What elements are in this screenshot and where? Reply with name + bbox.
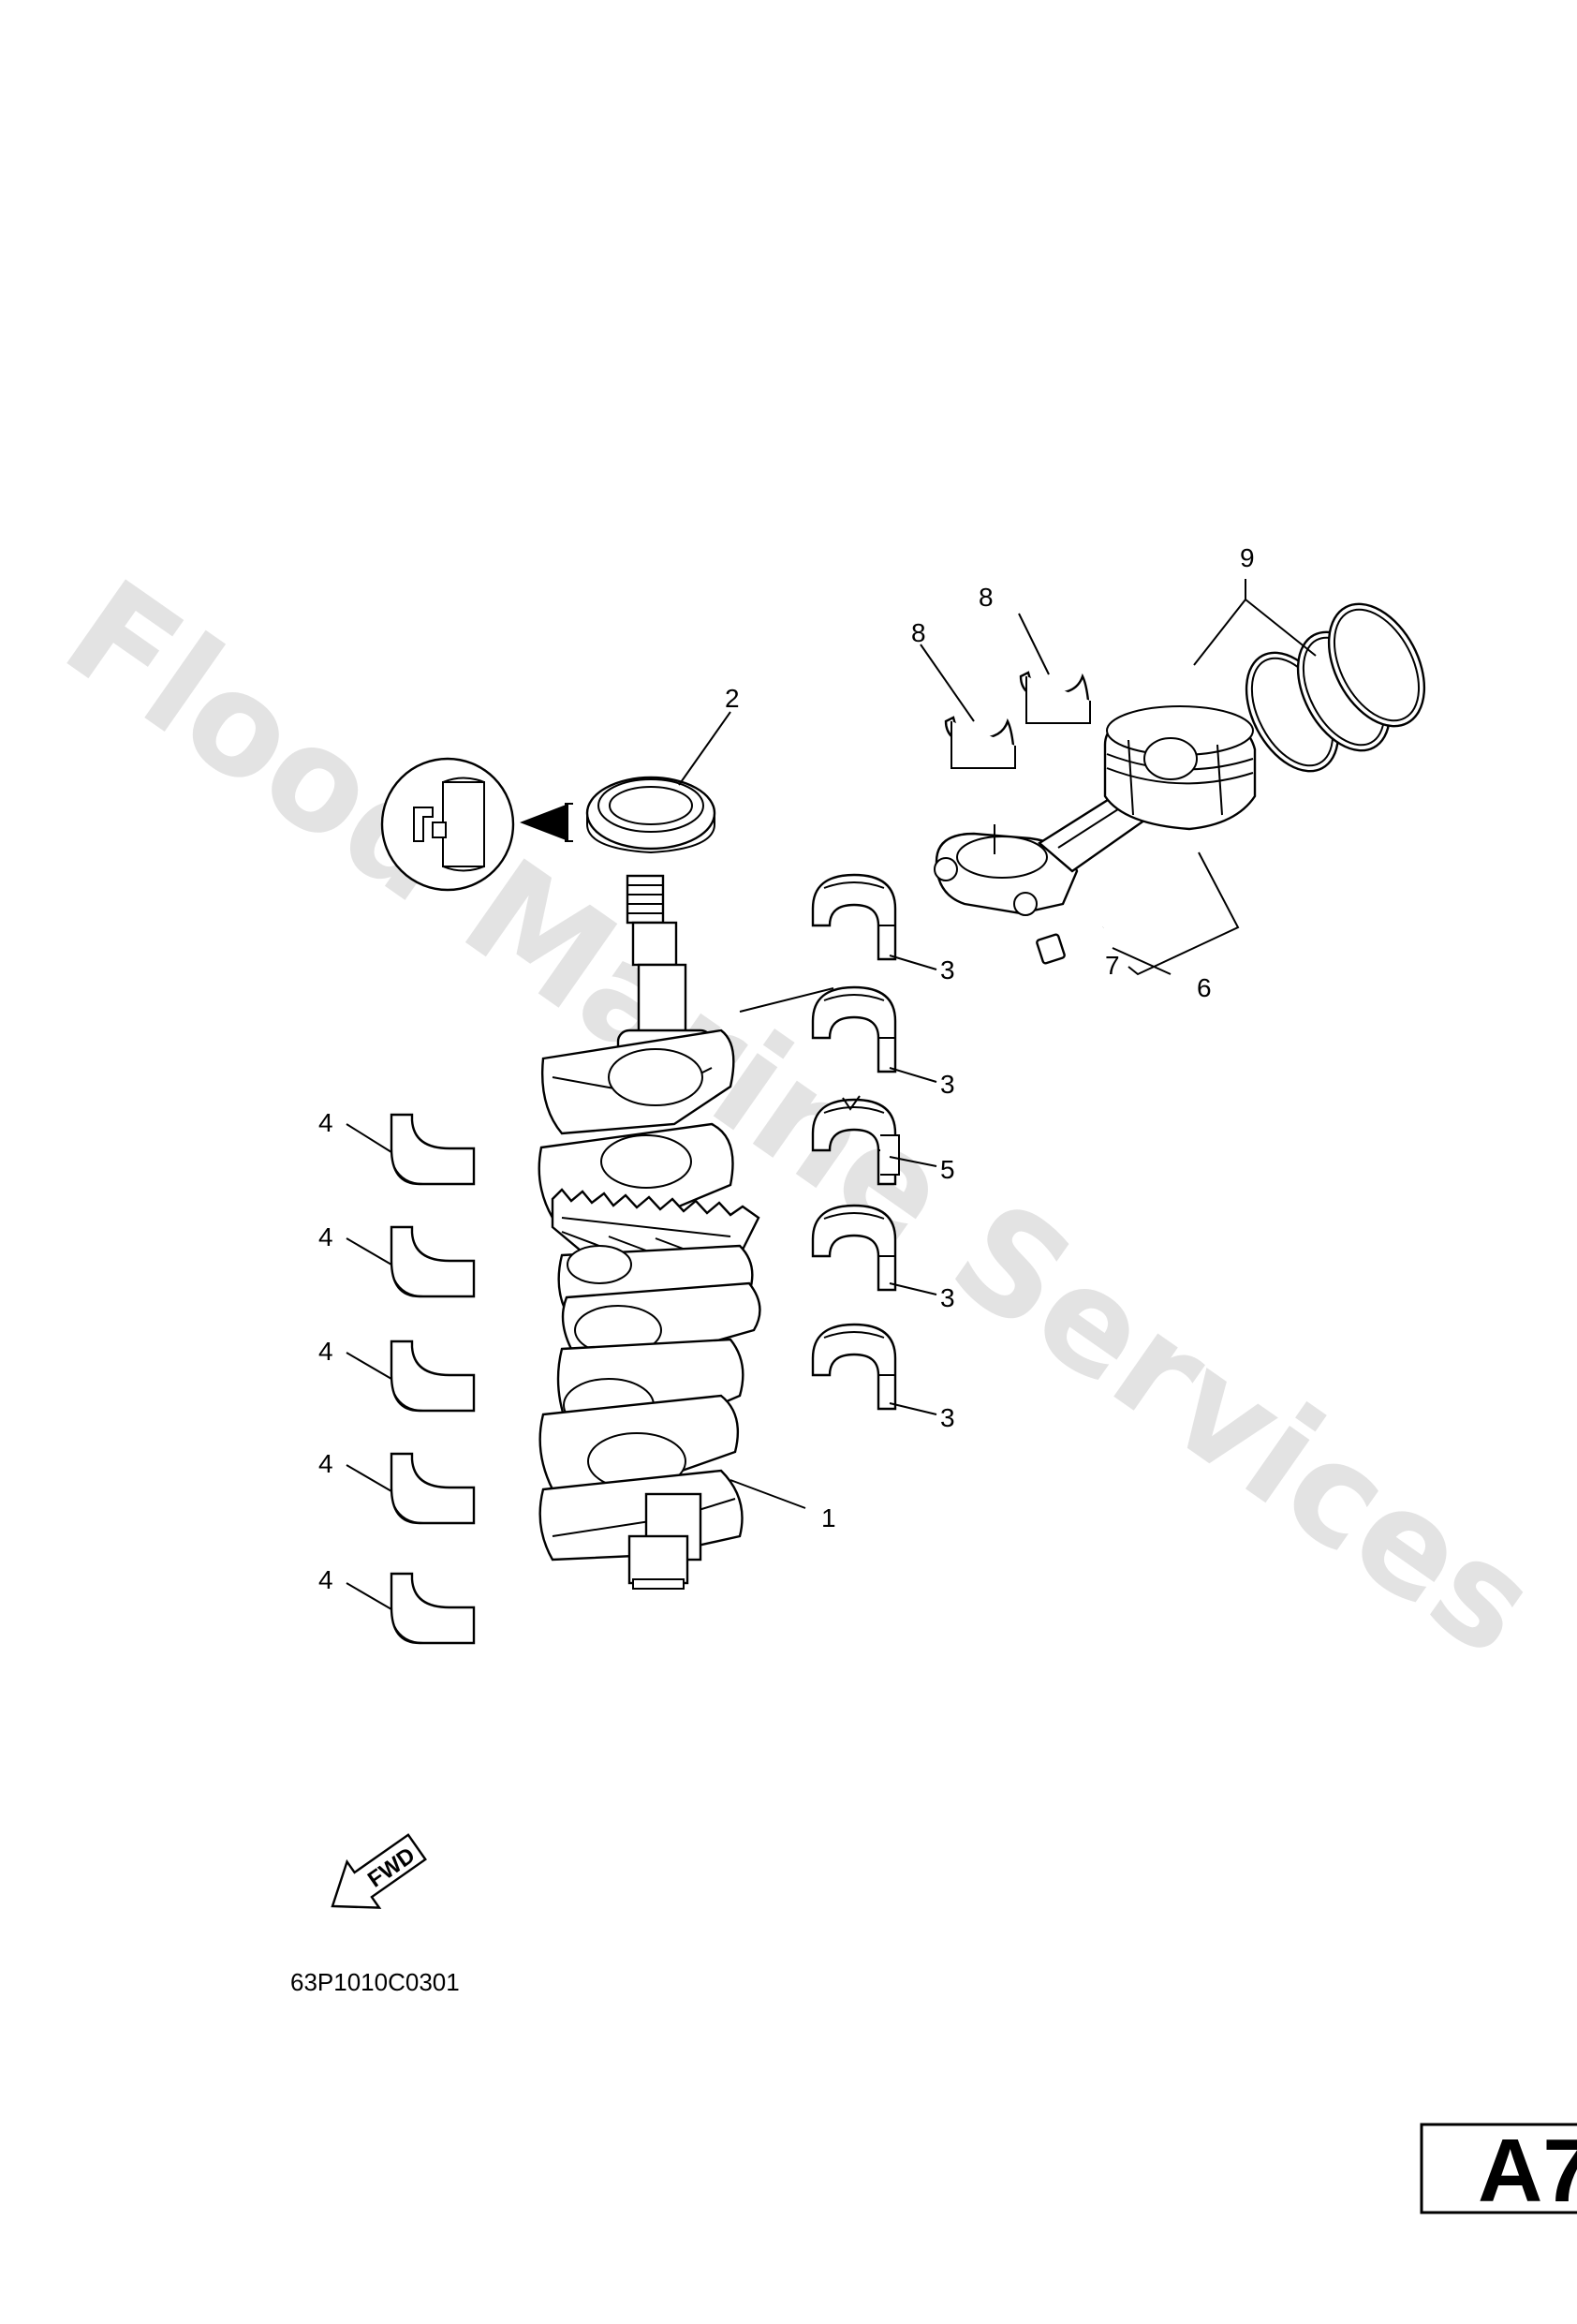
main-bearing-part-4 [390, 1113, 476, 1645]
piston-rings-part-9 [1245, 602, 1426, 773]
callout-3: 3 [940, 955, 955, 984]
diagram-code: 63P1010C0301 [290, 1968, 460, 1996]
callout-1: 1 [821, 1503, 836, 1532]
fwd-arrow-icon: FWD [331, 1833, 427, 1909]
callout-4: 4 [318, 1222, 333, 1251]
piston-conrod-part-6 [934, 705, 1257, 916]
crankshaft-part-1 [538, 874, 761, 1590]
conrod-bearing-part-8 [944, 671, 1092, 770]
svg-text:A7: A7 [1478, 2121, 1577, 2221]
callout-7: 7 [1105, 951, 1120, 980]
callout-4: 4 [318, 1337, 333, 1366]
leader-lines [346, 579, 1317, 1610]
callout-4: 4 [318, 1449, 333, 1478]
callout-4: 4 [318, 1108, 333, 1137]
callout-3: 3 [940, 1070, 955, 1099]
conrod-bolt-part-7 [1036, 924, 1105, 965]
callout-labels: 1 2 3 3 3 3 4 4 4 4 4 5 6 7 8 8 9 [318, 543, 1255, 1594]
callout-3: 3 [940, 1403, 955, 1432]
page-badge: A7 [1420, 2121, 1577, 2221]
sealant-symbol [380, 757, 573, 892]
callout-2: 2 [725, 684, 740, 713]
callout-9: 9 [1240, 543, 1255, 572]
callout-3: 3 [940, 1283, 955, 1312]
oil-seal-part-2 [585, 776, 716, 854]
thrust-bearing-part-5 [811, 1095, 900, 1186]
callout-5: 5 [940, 1155, 955, 1184]
callout-8: 8 [979, 583, 994, 612]
callout-4: 4 [318, 1565, 333, 1594]
callout-6: 6 [1197, 973, 1212, 1002]
callout-8: 8 [911, 618, 926, 647]
